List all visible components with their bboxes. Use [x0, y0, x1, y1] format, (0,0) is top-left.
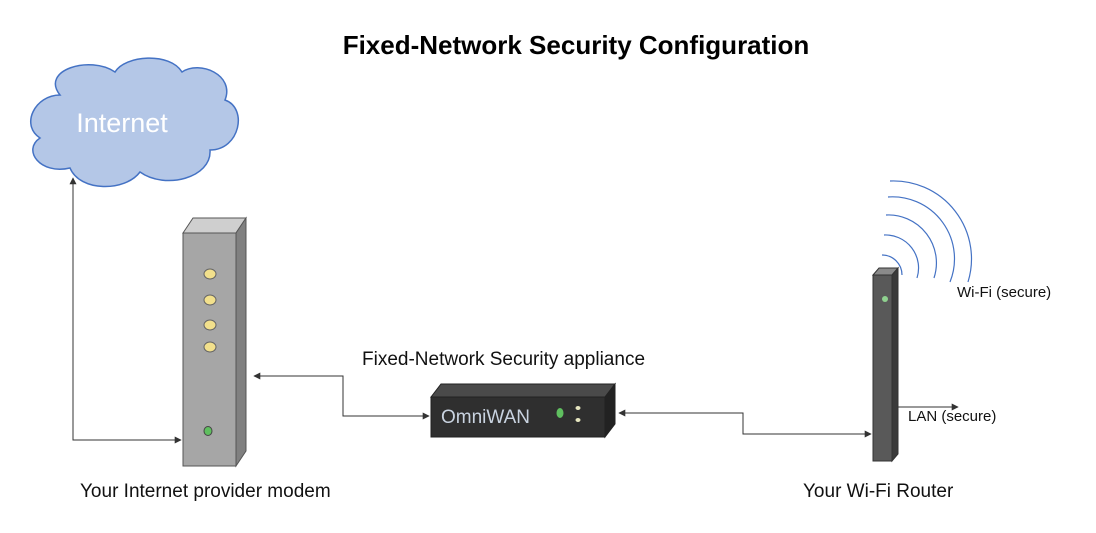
router-led: [882, 296, 888, 302]
modem-led: [203, 294, 217, 306]
appliance-brand-label: OmniWAN: [441, 407, 530, 428]
modem-power-led: [203, 426, 213, 436]
diagram-title: Fixed-Network Security Configuration: [342, 30, 810, 60]
modem-led: [203, 319, 217, 331]
modem-led: [203, 268, 217, 280]
appliance-led: [575, 418, 581, 422]
router-caption: Your Wi-Fi Router: [803, 481, 954, 502]
wifi-waves-icon: [881, 180, 973, 283]
modem-led: [203, 341, 217, 353]
appliance-router-link: [618, 409, 872, 438]
connectors: [69, 177, 959, 444]
internet-label: Internet: [76, 108, 168, 138]
router-device: [871, 266, 900, 463]
appliance-device: OmniWAN: [429, 382, 617, 439]
modem-internet-link: [69, 177, 182, 444]
modem-caption: Your Internet provider modem: [80, 481, 331, 502]
appliance-led: [575, 406, 581, 410]
wifi-label: Wi-Fi (secure): [957, 284, 1052, 301]
appliance-led: [556, 408, 564, 418]
lan-label: LAN (secure): [908, 408, 997, 425]
modem-device: [182, 216, 247, 468]
appliance-caption: Fixed-Network Security appliance: [362, 349, 646, 370]
appliance-modem-link: [253, 372, 430, 420]
internet-cloud: Internet: [30, 57, 240, 188]
